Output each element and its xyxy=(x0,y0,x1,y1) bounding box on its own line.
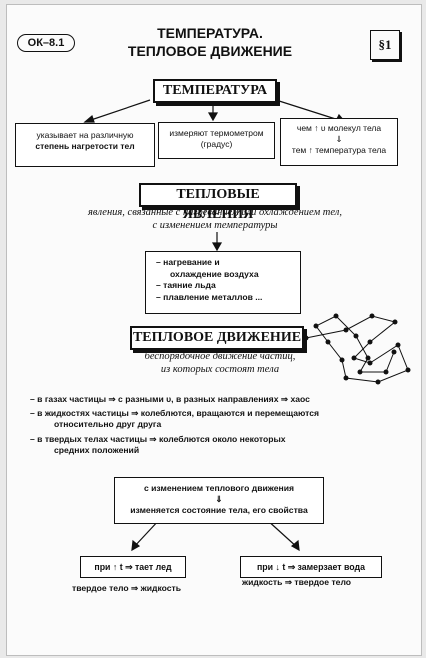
temperature-measure-line-1: измеряют термометром xyxy=(169,128,264,138)
motion-item-liquids-line-2: относительно друг друга xyxy=(54,419,162,429)
temperature-measure-box: измеряют термометром (градус) xyxy=(158,122,275,159)
temperature-meaning-box: указывает на различную степень нагретост… xyxy=(15,123,155,167)
melting-box: при ↑ t ⇒ тает лед xyxy=(80,556,186,578)
molecule-speed-box: чем ↑ υ молекул тела ⇓ тем ↑ температура… xyxy=(280,118,398,166)
temperature-meaning-line-2: степень нагретости тел xyxy=(35,141,135,151)
motion-item-solids: – в твердых телах частицы ⇒ колеблются о… xyxy=(30,434,415,456)
title-line-2: ТЕПЛОВОЕ ДВИЖЕНИЕ xyxy=(127,43,293,59)
example-ice-melting: – таяние льда xyxy=(156,280,216,290)
molecule-speed-line-2: тем ↑ температура тела xyxy=(291,145,387,155)
molecule-speed-line-1: чем ↑ υ молекул тела xyxy=(296,123,382,133)
page-title: ТЕМПЕРАТУРА. ТЕПЛОВОЕ ДВИЖЕНИЕ xyxy=(110,24,310,60)
motion-definition-line-1: беспорядочное движение частиц, xyxy=(144,351,296,362)
temperature-measure-line-2: (градус) xyxy=(200,139,233,149)
freezing-box: при ↓ t ⇒ замерзает вода xyxy=(240,556,382,578)
state-change-arrow: ⇓ xyxy=(215,494,223,504)
example-metal-melting: – плавление металлов ... xyxy=(156,291,263,302)
phenomena-examples-box: – нагревание и охлаждение воздуха – таян… xyxy=(145,251,301,314)
title-line-1: ТЕМПЕРАТУРА. xyxy=(157,25,263,41)
state-change-line-1: с изменением теплового движения xyxy=(143,483,295,493)
motion-definition: беспорядочное движение частиц, из которы… xyxy=(110,350,330,376)
temperature-meaning-line-1: указывает на различную xyxy=(36,130,134,140)
molecule-speed-arrow: ⇓ xyxy=(335,134,343,144)
freezing-caption: жидкость ⇒ твердое тело xyxy=(242,577,352,587)
heading-thermal-motion: ТЕПЛОВОЕ ДВИЖЕНИЕ xyxy=(130,326,304,350)
motion-item-gases: – в газах частицы ⇒ с разными υ, в разны… xyxy=(30,394,415,405)
example-heating-2: охлаждение воздуха xyxy=(170,268,259,279)
heading-temperature: ТЕМПЕРАТУРА xyxy=(153,79,277,103)
motion-item-gases-line-1: – в газах частицы ⇒ с разными υ, в разны… xyxy=(30,394,310,404)
phenomena-definition-line-2: с изменением температуры xyxy=(152,220,278,231)
card-code-badge: ОК–8.1 xyxy=(17,34,75,52)
motion-item-solids-line-1: – в твердых телах частицы ⇒ колеблются о… xyxy=(30,434,286,444)
section-badge: §1 xyxy=(370,30,400,60)
example-heating-1: – нагревание и xyxy=(156,257,220,267)
state-change-line-2: изменяется состояние тела, его свойства xyxy=(130,505,308,515)
phenomena-definition: явления, связанные с нагреванием или охл… xyxy=(30,206,400,232)
motion-item-solids-line-2: средних положений xyxy=(54,445,140,455)
motion-item-liquids: – в жидкостях частицы ⇒ колеблются, вращ… xyxy=(30,408,415,430)
melting-caption: твердое тело ⇒ жидкость xyxy=(72,583,182,593)
heading-thermal-phenomena: ТЕПЛОВЫЕ ЯВЛЕНИЯ xyxy=(139,183,297,222)
motion-item-liquids-line-1: – в жидкостях частицы ⇒ колеблются, вращ… xyxy=(30,408,320,418)
phenomena-definition-line-1: явления, связанные с нагреванием или охл… xyxy=(88,207,342,218)
motion-definition-line-2: из которых состоят тела xyxy=(160,364,280,375)
state-change-box: с изменением теплового движения ⇓ изменя… xyxy=(114,477,324,524)
